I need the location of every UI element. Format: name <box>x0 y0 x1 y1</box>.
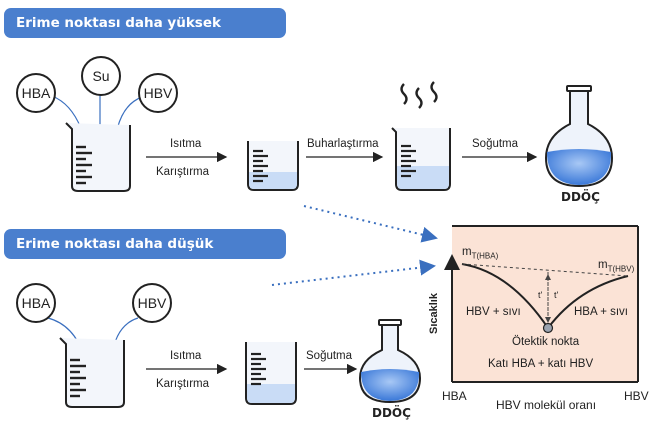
x-axis-label: HBV molekül oranı <box>496 398 597 412</box>
input-circle-hba: HBA <box>16 73 56 113</box>
step-evaporation-label: Buharlaştırma <box>307 138 379 150</box>
y-axis-label: Sıcaklık <box>428 293 440 334</box>
section-title-low: Erime noktası daha düşük bileşenler <box>4 229 286 282</box>
liquidus-curve-left <box>461 263 549 329</box>
phase-diagram <box>444 225 639 383</box>
beaker-icon <box>245 342 297 405</box>
input-circle-hba: HBA <box>16 283 56 323</box>
liquidus-curve-right <box>547 275 629 329</box>
depression-label: t' <box>538 290 543 300</box>
x-right-label: HBV <box>624 389 649 403</box>
region-left-label: HBV + sıvı <box>466 306 521 318</box>
product-label: DDÖÇ <box>372 406 411 420</box>
step-heating-label: Isıtma <box>170 350 202 362</box>
input-circle-hbv: HBV <box>138 73 178 113</box>
beaker-icon <box>391 127 451 191</box>
region-right-label: HBA + sıvı <box>574 306 629 318</box>
connector-line <box>271 259 436 286</box>
input-circle-water: Su <box>81 56 121 96</box>
step-cooling-label: Soğutma <box>306 350 353 362</box>
melting-point-hba-label: mT(HBA) <box>462 246 499 261</box>
ideal-line <box>461 263 629 277</box>
beaker-icon <box>59 337 125 408</box>
depression-label: t' <box>554 290 559 300</box>
eutectic-label: Ötektik nokta <box>512 336 580 348</box>
step-heating-label: Isıtma <box>170 138 202 150</box>
flask-icon <box>544 85 614 188</box>
steam-icon <box>400 81 438 109</box>
step-mixing-label: Karıştırma <box>156 378 210 390</box>
step-cooling-label: Soğutma <box>472 138 519 150</box>
eutectic-point <box>542 322 554 334</box>
connector-line <box>303 205 438 243</box>
beaker-icon <box>247 141 299 191</box>
x-left-label: HBA <box>442 389 467 403</box>
section-title-high: Erime noktası daha yüksek bileşenler <box>4 8 286 61</box>
product-label: DDÖÇ <box>561 190 600 204</box>
solid-region-label: Katı HBA + katı HBV <box>488 358 594 370</box>
input-circle-hbv: HBV <box>132 283 172 323</box>
step-mixing-label: Karıştırma <box>156 166 210 178</box>
flask-icon <box>358 319 422 404</box>
beaker-icon <box>65 122 131 192</box>
melting-point-hbv-label: mT(HBV) <box>598 259 635 274</box>
